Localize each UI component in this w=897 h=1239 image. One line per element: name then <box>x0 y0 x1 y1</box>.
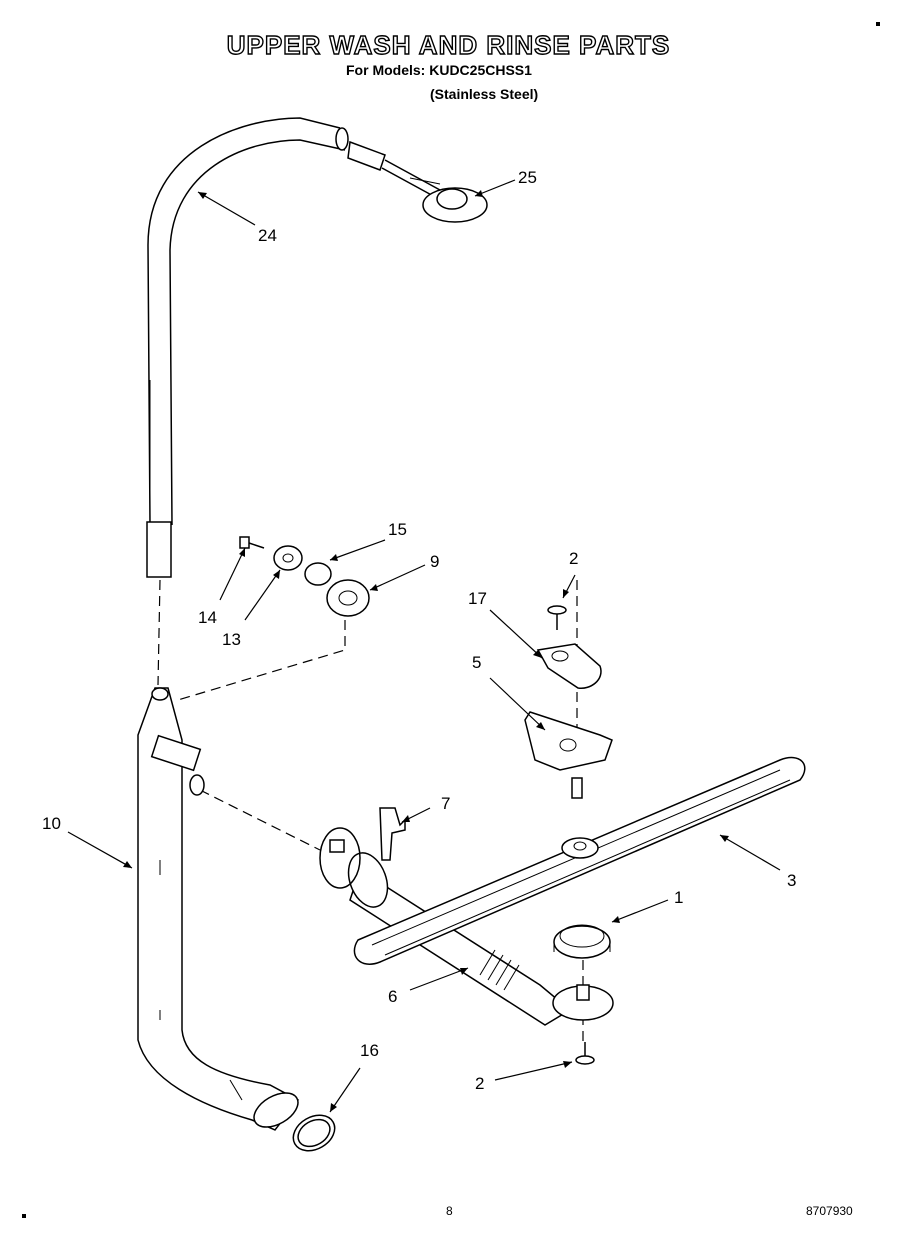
doc-number: 8707930 <box>806 1204 853 1218</box>
part-14-screw <box>239 536 265 549</box>
callout-24: 24 <box>258 226 277 245</box>
finish-line: (Stainless Steel) <box>430 86 539 102</box>
callout-3: 3 <box>787 871 797 890</box>
part-25-nozzle <box>347 140 488 223</box>
leader-arrows <box>67 179 781 1113</box>
callout-10: 10 <box>42 814 61 833</box>
part-17-clip <box>536 643 602 689</box>
part-5-hub-bracket <box>524 711 613 799</box>
lower-hub <box>552 984 614 1021</box>
callout-16: 16 <box>360 1041 379 1060</box>
part-2-screw-bottom <box>575 1042 595 1065</box>
corner-mark <box>876 22 880 26</box>
part-2-screw-top <box>547 605 567 630</box>
part-1-bearing <box>553 924 611 959</box>
callout-25: 25 <box>518 168 537 187</box>
callout-9: 9 <box>430 552 440 571</box>
part-9-cap <box>326 579 370 617</box>
part-3-spray-arm <box>353 756 806 965</box>
part-24-spray-tube <box>146 117 349 578</box>
callout-14: 14 <box>198 608 217 627</box>
part-10-manifold <box>137 687 300 1131</box>
callout-6: 6 <box>388 987 398 1006</box>
callout-15: 15 <box>388 520 407 539</box>
part-13-disc <box>273 545 303 571</box>
part-16-gasket <box>292 1114 336 1152</box>
corner-mark <box>22 1214 26 1218</box>
callout-13: 13 <box>222 630 241 649</box>
callout-1: 1 <box>674 888 684 907</box>
page-number: 8 <box>446 1204 453 1218</box>
part-6-feed-tube <box>347 852 572 1026</box>
callout-2-top: 2 <box>569 549 579 568</box>
part-15-o-ring <box>304 562 332 586</box>
models-line: For Models: KUDC25CHSS1 <box>346 62 532 78</box>
callout-5: 5 <box>472 653 482 672</box>
callout-17: 17 <box>468 589 487 608</box>
page-title: UPPER WASH AND RINSE PARTS <box>226 29 671 60</box>
callout-7: 7 <box>441 794 451 813</box>
callout-2-bottom: 2 <box>475 1074 485 1093</box>
part-7-bracket <box>319 807 406 889</box>
